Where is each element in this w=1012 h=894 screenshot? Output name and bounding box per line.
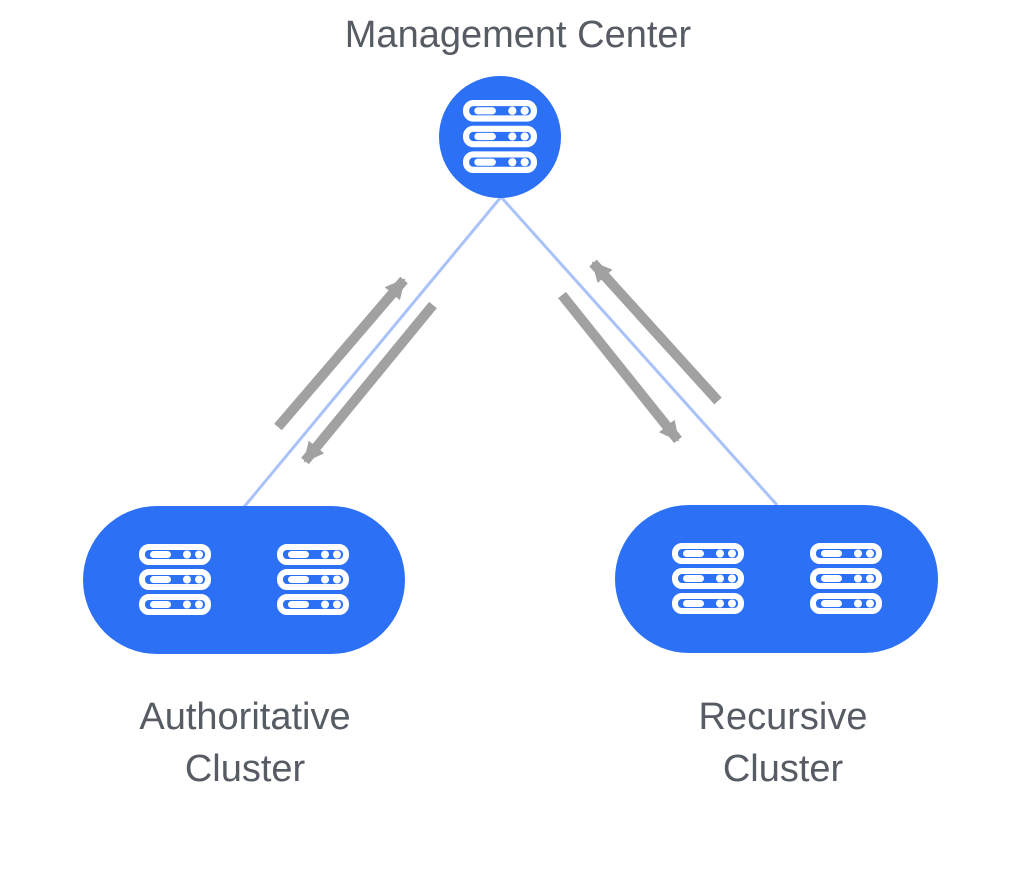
authoritative-label-line1: Authoritative: [139, 696, 351, 738]
connector-management-recursive: [499, 195, 779, 507]
recursive-cluster-node: [615, 505, 938, 653]
server-stack-icon: [277, 544, 349, 616]
recursive-label-line2: Cluster: [722, 748, 844, 790]
arrow-recursive-to-management: [589, 259, 722, 405]
arrow-authoritative-to-management: [274, 276, 408, 431]
connector-management-authoritative: [242, 196, 503, 508]
server-stack-icon: [463, 100, 537, 174]
server-stack-icon: [672, 543, 744, 615]
management-center-title: Management Center: [344, 14, 692, 56]
management-center-node: [439, 76, 561, 198]
server-stack-icon: [810, 543, 882, 615]
server-stack-icon: [139, 544, 211, 616]
authoritative-label-line2: Cluster: [184, 748, 306, 790]
recursive-label-line1: Recursive: [698, 696, 868, 738]
arrow-management-to-authoritative: [301, 301, 437, 465]
arrow-management-to-recursive: [558, 291, 682, 444]
recursive-cluster-label: Recursive Cluster: [603, 691, 963, 795]
authoritative-cluster-node: [83, 506, 405, 654]
authoritative-cluster-label: Authoritative Cluster: [65, 691, 425, 795]
